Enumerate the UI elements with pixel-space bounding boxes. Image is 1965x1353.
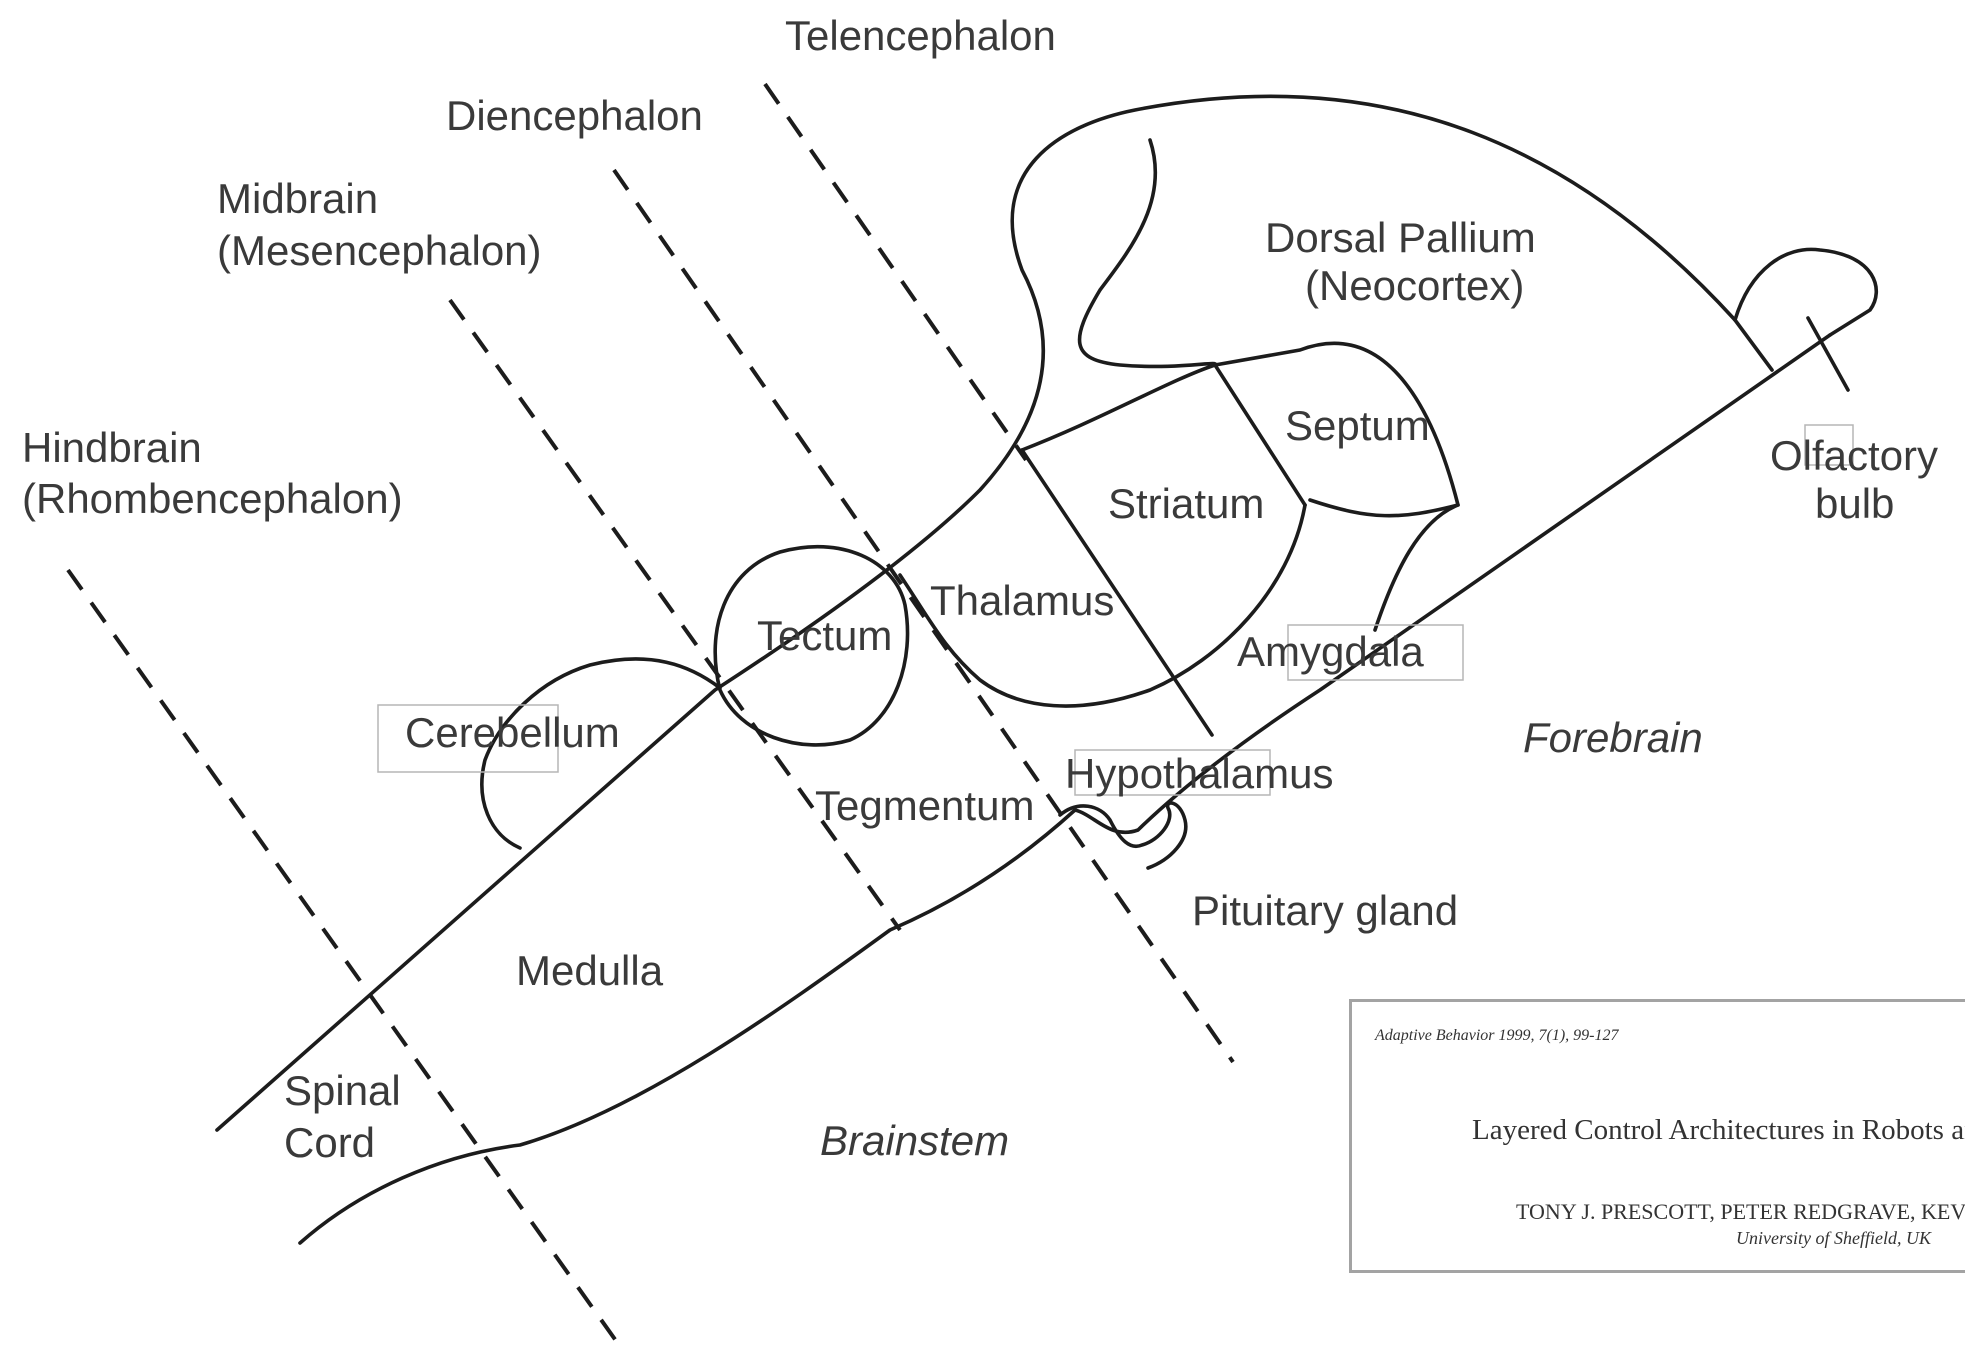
medulla-label: Medulla xyxy=(516,947,664,994)
amygdala-outline xyxy=(1375,505,1458,630)
paper-authors: TONY J. PRESCOTT, PETER REDGRAVE, KEVIN … xyxy=(1516,1199,1965,1225)
septum-floor xyxy=(1022,365,1215,450)
paper-title: Layered Control Architectures in Robots … xyxy=(1472,1114,1965,1147)
tegmentum-label: Tegmentum xyxy=(815,782,1034,829)
cord-label: Cord xyxy=(284,1119,375,1166)
dorsal-pallium-label: Dorsal Pallium xyxy=(1265,214,1536,261)
pituitary-gland-label: Pituitary gland xyxy=(1192,887,1458,934)
septum-label: Septum xyxy=(1285,402,1430,449)
olfactory-label: Olfactory xyxy=(1770,432,1938,479)
telencephalon-label: Telencephalon xyxy=(785,12,1056,59)
brainstem-label: Brainstem xyxy=(820,1117,1009,1164)
pallium-boundary xyxy=(1080,140,1458,516)
mesencephalon-label: (Mesencephalon) xyxy=(217,227,542,274)
bulb-label: bulb xyxy=(1815,480,1894,527)
neocortex-label: (Neocortex) xyxy=(1305,262,1524,309)
citation-box: Adaptive Behavior 1999, 7(1), 99-127 Lay… xyxy=(1349,999,1965,1273)
rhombencephalon-label: (Rhombencephalon) xyxy=(22,475,403,522)
diencephalon-boundary-line xyxy=(614,170,1233,1062)
cerebellum-label: Cerebellum xyxy=(405,709,620,756)
hypothalamus-label: Hypothalamus xyxy=(1065,750,1333,797)
thalamus-label: Thalamus xyxy=(930,577,1114,624)
olfactory-bulb-outline xyxy=(1735,249,1876,335)
diencephalon-label: Diencephalon xyxy=(446,92,703,139)
forebrain-label: Forebrain xyxy=(1523,714,1703,761)
paper-affiliation: University of Sheffield, UK xyxy=(1736,1228,1931,1249)
striatum-label: Striatum xyxy=(1108,480,1264,527)
journal-reference: Adaptive Behavior 1999, 7(1), 99-127 xyxy=(1375,1027,1619,1045)
spinal-label: Spinal xyxy=(284,1067,401,1114)
amygdala-label: Amygdala xyxy=(1237,628,1424,675)
tectum-label: Tectum xyxy=(757,612,892,659)
midbrain-label: Midbrain xyxy=(217,175,378,222)
telencephalon-boundary-line xyxy=(765,84,1026,460)
hindbrain-label: Hindbrain xyxy=(22,424,202,471)
